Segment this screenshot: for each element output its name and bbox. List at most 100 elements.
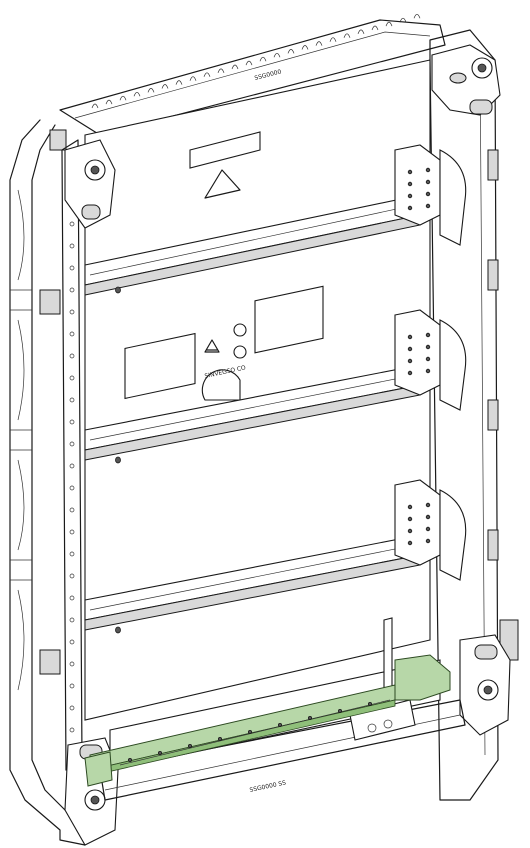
vertical-rod bbox=[383, 617, 393, 693]
housing-left-wall bbox=[9, 119, 86, 846]
bracket-hole bbox=[425, 356, 431, 362]
rail-hole bbox=[69, 375, 75, 381]
frame-tooth bbox=[91, 103, 99, 109]
rail-hole bbox=[69, 485, 75, 491]
crossbar-hole bbox=[127, 758, 132, 763]
frame-tooth bbox=[245, 60, 253, 66]
frame-tooth bbox=[329, 37, 337, 42]
housing-left-ribs bbox=[10, 189, 32, 691]
crossbar-hole bbox=[217, 737, 222, 742]
bracket-hole bbox=[425, 179, 431, 185]
bracket-hole bbox=[425, 368, 431, 374]
warning-triangle-icon bbox=[204, 169, 241, 199]
crossbar-hole bbox=[247, 730, 252, 735]
frame-tooth bbox=[343, 33, 351, 38]
crossbar-hole bbox=[307, 716, 312, 721]
rail-hole bbox=[69, 287, 75, 293]
frame-tooth bbox=[385, 21, 393, 27]
frame-tooth bbox=[203, 72, 211, 77]
bracket-hole bbox=[425, 514, 431, 520]
top-code-label: SSG0000 bbox=[254, 68, 283, 81]
bracket-hole bbox=[407, 181, 413, 187]
bracket-hole bbox=[407, 334, 413, 340]
crossbar-holes bbox=[127, 702, 372, 763]
top-frame bbox=[59, 19, 446, 136]
rail-hole bbox=[69, 419, 75, 425]
crossbar-hole bbox=[277, 723, 282, 728]
bracket-hole bbox=[425, 538, 431, 544]
rail-hole bbox=[69, 463, 75, 469]
bracket-hole bbox=[425, 332, 431, 338]
crossbar-hole bbox=[157, 751, 162, 756]
rail-hole bbox=[69, 639, 75, 645]
frame-tooth bbox=[175, 80, 183, 85]
bracket-hole bbox=[407, 370, 413, 376]
crossbar-hole bbox=[187, 744, 192, 749]
rail-hole bbox=[69, 265, 75, 271]
frame-tooth bbox=[287, 49, 295, 54]
bracket-hole bbox=[425, 167, 431, 173]
left-hinge-clips bbox=[39, 129, 67, 675]
top-frame-teeth bbox=[91, 13, 421, 109]
rail-hole bbox=[69, 529, 75, 535]
recycle-icon bbox=[204, 339, 220, 353]
warning-label-plate bbox=[189, 131, 261, 169]
bracket-hole bbox=[407, 540, 413, 546]
rail-hole bbox=[69, 353, 75, 359]
rail-hole bbox=[69, 705, 75, 711]
crossbar-hole bbox=[367, 702, 372, 707]
rail-hole bbox=[69, 727, 75, 733]
rail-hole bbox=[69, 617, 75, 623]
frame-tooth bbox=[161, 84, 169, 89]
bracket-hole bbox=[407, 346, 413, 352]
frame-tooth bbox=[105, 99, 113, 105]
rail-hole bbox=[69, 221, 75, 227]
right-frame-ribs bbox=[487, 149, 519, 661]
frame-tooth bbox=[399, 17, 407, 23]
rail-hole bbox=[69, 331, 75, 337]
panel-screw-holes bbox=[115, 286, 121, 634]
bracket-hole bbox=[407, 205, 413, 211]
rail-hole bbox=[69, 507, 75, 513]
rail-hole bbox=[69, 551, 75, 557]
bracket-hole bbox=[407, 169, 413, 175]
frame-tooth bbox=[371, 25, 379, 31]
bottom-code-label: SSG0000 SS bbox=[249, 779, 287, 794]
bracket-hole bbox=[407, 358, 413, 364]
left-rail-holes bbox=[69, 177, 75, 733]
bracket-hole bbox=[407, 516, 413, 522]
top-left-lock bbox=[64, 139, 116, 229]
cover-plate-center bbox=[124, 285, 324, 401]
frame-tooth bbox=[273, 52, 281, 58]
frame-tooth bbox=[189, 76, 197, 81]
bracket-hole bbox=[425, 526, 431, 532]
rail-hole bbox=[69, 243, 75, 249]
bracket-hole bbox=[407, 193, 413, 199]
frame-tooth bbox=[119, 95, 127, 101]
bracket-hole bbox=[425, 203, 431, 209]
frame-tooth bbox=[357, 29, 365, 35]
frame-tooth bbox=[217, 68, 225, 74]
bracket-hole bbox=[425, 191, 431, 197]
rail-hole bbox=[69, 683, 75, 689]
top-right-lock bbox=[431, 44, 501, 116]
bracket-hole bbox=[425, 344, 431, 350]
frame-tooth bbox=[147, 88, 155, 93]
rail-hole bbox=[69, 397, 75, 403]
bracket-hole bbox=[407, 504, 413, 510]
rail-hole bbox=[69, 573, 75, 579]
rail-bracket-2 bbox=[394, 309, 467, 411]
highlighted-crossbar bbox=[84, 654, 451, 787]
bottom-frame bbox=[99, 699, 466, 801]
frame-tooth bbox=[133, 91, 141, 97]
bracket-hole bbox=[425, 502, 431, 508]
housing-left-inner bbox=[31, 124, 71, 816]
rail-hole bbox=[69, 441, 75, 447]
bracket-hole bbox=[407, 528, 413, 534]
frame-tooth bbox=[413, 13, 421, 19]
bottom-right-lock bbox=[459, 634, 511, 736]
frame-tooth bbox=[315, 41, 323, 46]
rail-bracket-3 bbox=[394, 479, 467, 581]
